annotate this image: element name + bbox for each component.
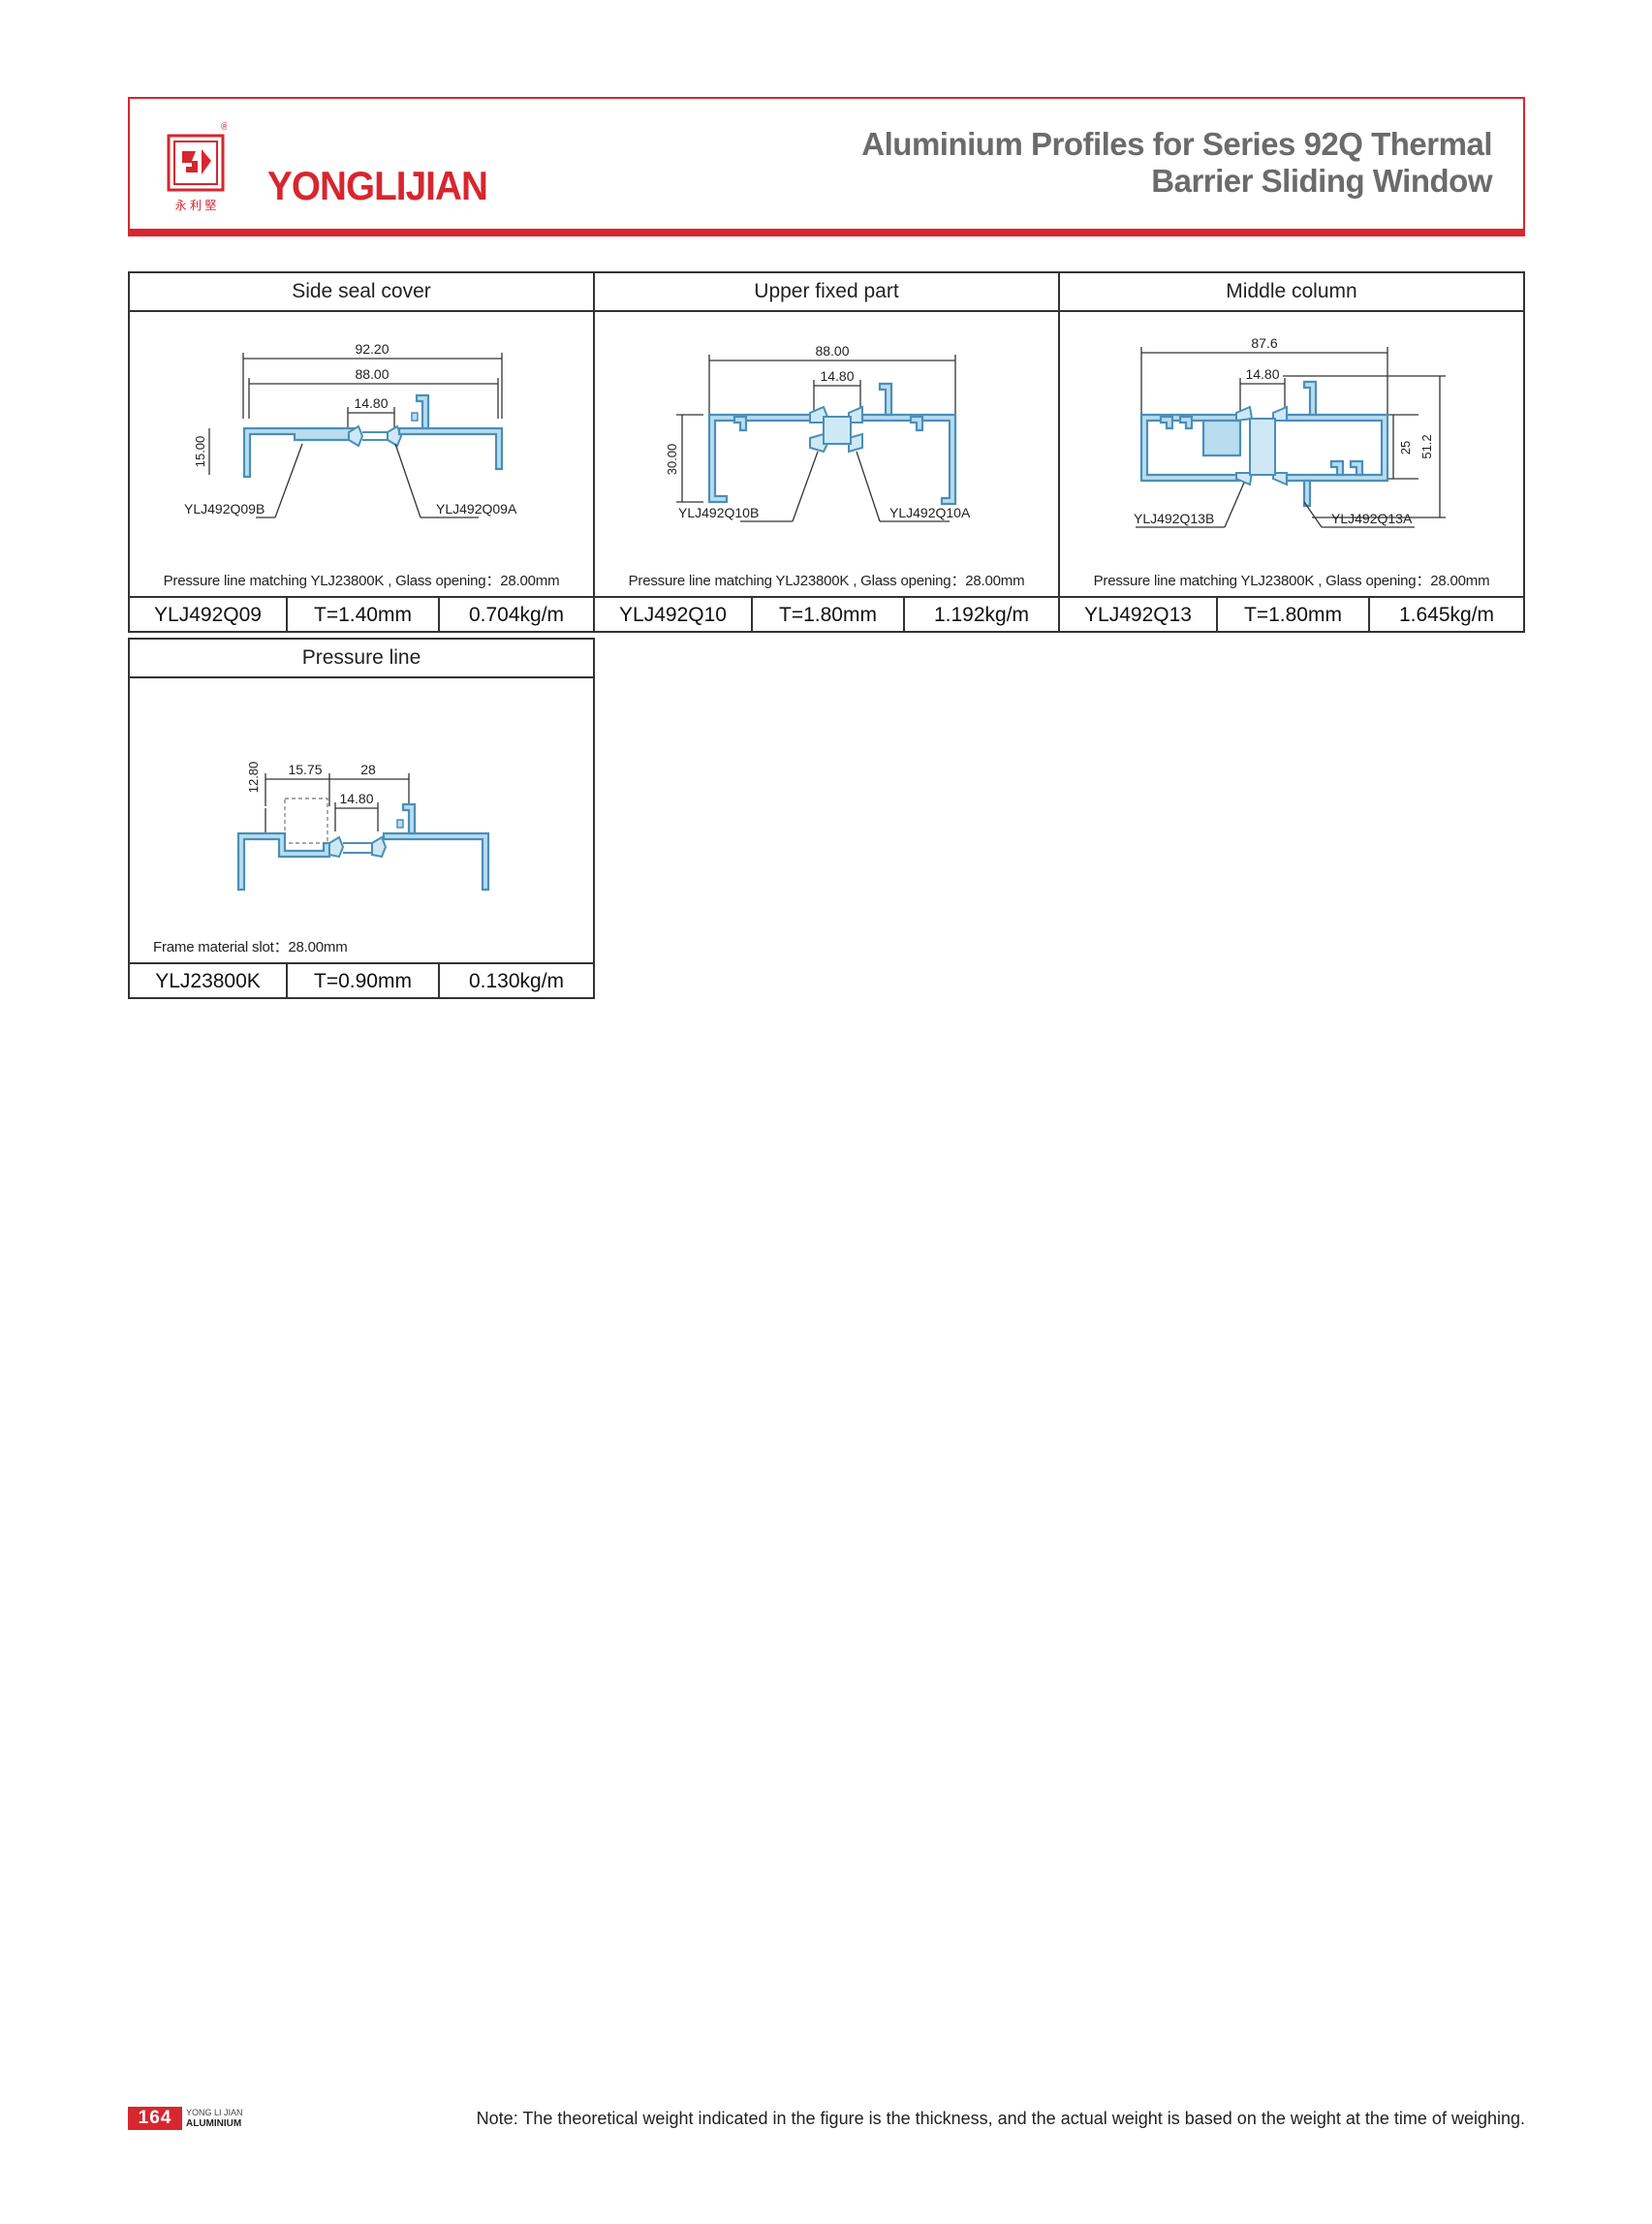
profile-code: YLJ492Q13 [1060, 598, 1218, 633]
side-seal-cover-drawing: 92.20 88.00 14.80 15.00 YLJ492Q09B YLJ49… [184, 341, 517, 518]
page-footer: 164 YONG LI JIAN ALUMINIUM Note: The the… [128, 2105, 1525, 2134]
profile-weight: 0.130kg/m [468, 970, 565, 992]
profile-weight: 1.192kg/m [933, 604, 1030, 626]
panel-title: Pressure line [130, 640, 593, 678]
page-number: 164 [128, 2107, 182, 2130]
profile-thickness: T=1.40mm [288, 598, 440, 633]
svg-text:88.00: 88.00 [815, 343, 849, 359]
svg-text:30.00: 30.00 [665, 444, 679, 476]
pressure-line-drawing: 15.75 28 14.80 12.80 [236, 762, 490, 892]
profile-thickness: T=1.80mm [753, 598, 905, 633]
svg-text:YLJ492Q10A: YLJ492Q10A [889, 505, 971, 520]
svg-text:14.80: 14.80 [354, 395, 388, 411]
svg-text:YLJ492Q13B: YLJ492Q13B [1134, 511, 1214, 526]
spec-row: YLJ492Q13 T=1.80mm 1.645kg/m [1060, 596, 1523, 633]
profile-code: YLJ492Q10 [595, 598, 753, 633]
svg-text:15.75: 15.75 [288, 762, 322, 777]
svg-text:YLJ492Q09B: YLJ492Q09B [184, 501, 265, 517]
profile-code: YLJ23800K [130, 964, 288, 999]
panel-note: Pressure line matching YLJ23800K , Glass… [163, 573, 560, 589]
panel-middle-column: Middle column 87.6 14.80 25 51.2 [1058, 271, 1525, 633]
svg-text:14.80: 14.80 [1245, 366, 1279, 382]
middle-column-drawing: 87.6 14.80 25 51.2 YLJ492Q13B YLJ492Q13A [1134, 335, 1446, 528]
svg-text:12.80: 12.80 [246, 762, 261, 794]
spec-row: YLJ492Q09 T=1.40mm 0.704kg/m [130, 596, 593, 633]
svg-text:YLJ492Q13A: YLJ492Q13A [1331, 511, 1413, 526]
svg-text:92.20: 92.20 [355, 341, 389, 357]
svg-text:YLJ492Q10B: YLJ492Q10B [678, 505, 759, 520]
brand-name: YONGLIJIAN [267, 163, 488, 208]
footer-note: Note: The theoretical weight indicated i… [476, 2109, 1525, 2128]
profile-weight: 1.645kg/m [1398, 604, 1495, 626]
svg-text:51.2: 51.2 [1419, 434, 1434, 458]
svg-text:14.80: 14.80 [820, 368, 854, 384]
svg-text:25: 25 [1398, 441, 1413, 454]
svg-text:®: ® [221, 121, 227, 133]
footer-brand-line-1: YONG LI JIAN [186, 2108, 243, 2117]
spec-row: YLJ492Q10 T=1.80mm 1.192kg/m [595, 596, 1058, 633]
panel-upper-fixed-part: Upper fixed part 88.00 14.80 30.00 YLJ49… [593, 271, 1060, 633]
panel-note: Frame material slot：28.00mm [153, 939, 348, 955]
spec-row: YLJ23800K T=0.90mm 0.130kg/m [130, 962, 593, 999]
profile-thickness: T=0.90mm [288, 964, 440, 999]
svg-text:28: 28 [360, 762, 376, 777]
title-line-1: Aluminium Profiles for Series 92Q Therma… [861, 126, 1492, 162]
panel-side-seal-cover: Side seal cover 92.20 88.00 14.80 15.00 … [128, 271, 595, 633]
title-line-2: Barrier Sliding Window [1151, 163, 1492, 199]
panel-title: Upper fixed part [595, 273, 1058, 312]
panel-pressure-line: Pressure line 15.75 28 14.80 12.80 Frame… [128, 638, 595, 999]
panel-note: Pressure line matching YLJ23800K , Glass… [1093, 573, 1490, 589]
profile-weight: 0.704kg/m [468, 604, 565, 626]
yonglijian-logo: ® 永 利 堅 [167, 121, 227, 212]
svg-text:88.00: 88.00 [355, 366, 389, 382]
footer-brand-line-2: ALUMINIUM [186, 2118, 242, 2129]
footer-brand: YONG LI JIAN ALUMINIUM [186, 2108, 243, 2129]
svg-text:永 利 堅: 永 利 堅 [175, 199, 217, 212]
svg-text:87.6: 87.6 [1251, 335, 1277, 351]
document-title: Aluminium Profiles for Series 92Q Therma… [861, 126, 1492, 200]
svg-text:14.80: 14.80 [339, 791, 373, 806]
profile-code: YLJ492Q09 [130, 598, 288, 633]
upper-fixed-part-drawing: 88.00 14.80 30.00 YLJ492Q10B YLJ492Q10A [665, 343, 971, 522]
page-header: ® 永 利 堅 YONGLIJIAN Aluminium Profiles fo… [128, 97, 1525, 229]
panel-title: Side seal cover [130, 273, 593, 312]
panel-note: Pressure line matching YLJ23800K , Glass… [628, 573, 1025, 589]
svg-text:YLJ492Q09A: YLJ492Q09A [436, 501, 517, 517]
panel-title: Middle column [1060, 273, 1523, 312]
svg-text:15.00: 15.00 [193, 436, 207, 468]
profile-thickness: T=1.80mm [1218, 598, 1370, 633]
header-red-bar [128, 229, 1525, 236]
